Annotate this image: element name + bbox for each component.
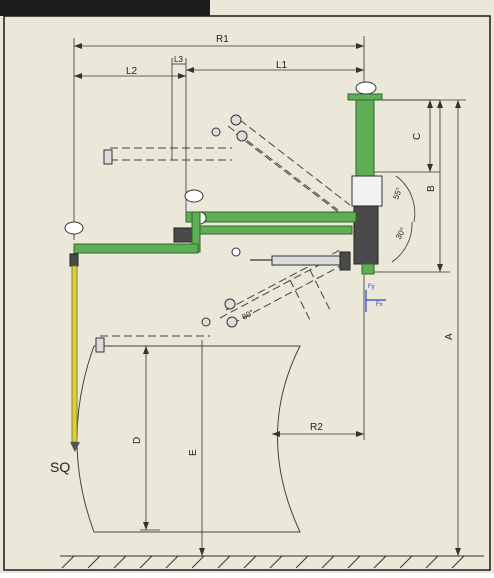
drop-pipe xyxy=(71,265,78,443)
angle-arcs xyxy=(391,175,416,263)
riser-top-cap xyxy=(355,81,377,95)
drop-pipe-swivel xyxy=(69,253,79,267)
riser-flange xyxy=(347,93,383,101)
balance-cylinder xyxy=(250,251,351,271)
dim-l1: L1 xyxy=(276,60,288,71)
dim-b: B xyxy=(426,185,437,192)
sq-label: SQ xyxy=(50,459,70,475)
column-base xyxy=(361,263,375,275)
angle-upper: 55° xyxy=(391,186,404,200)
dim-e: E xyxy=(188,449,199,456)
drop-pipe-nozzle xyxy=(70,442,80,452)
dim-c: C xyxy=(412,133,423,140)
dashed-joints xyxy=(95,114,248,353)
dimension-arrows xyxy=(74,43,461,556)
dim-l3: L3 xyxy=(174,55,183,64)
ground-hatch xyxy=(60,555,484,569)
dimension-labels: R1 L2 L3 L1 C B A D E R2 55° 30° 60° SQ … xyxy=(50,34,455,475)
dim-r1: R1 xyxy=(216,34,229,45)
axis-x-label: Fx xyxy=(376,302,383,308)
tank-outline xyxy=(76,345,301,533)
dim-l2: L2 xyxy=(126,66,138,77)
outer-arm xyxy=(73,243,199,254)
drawing-border xyxy=(3,15,491,571)
dim-a: A xyxy=(444,333,455,340)
dim-d: D xyxy=(132,437,143,444)
axis-marker xyxy=(365,290,386,312)
outer-arm-cap xyxy=(64,221,84,235)
axis-y-label: Fy xyxy=(368,284,375,290)
column-body xyxy=(353,205,379,265)
header-bar xyxy=(0,0,210,16)
dashed-arm-positions xyxy=(100,119,351,347)
dim-r2: R2 xyxy=(310,422,323,433)
swivel-joint xyxy=(351,175,383,207)
riser-column xyxy=(355,99,375,183)
elbow-cap xyxy=(184,189,204,203)
